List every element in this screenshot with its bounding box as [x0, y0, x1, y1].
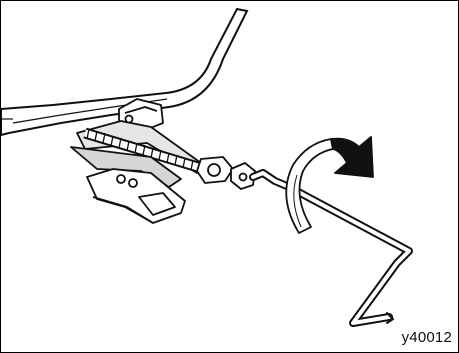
rotation-arrow-icon — [286, 137, 373, 233]
figure-code: y40012 — [402, 329, 452, 346]
jack-handle-icon — [253, 173, 409, 323]
